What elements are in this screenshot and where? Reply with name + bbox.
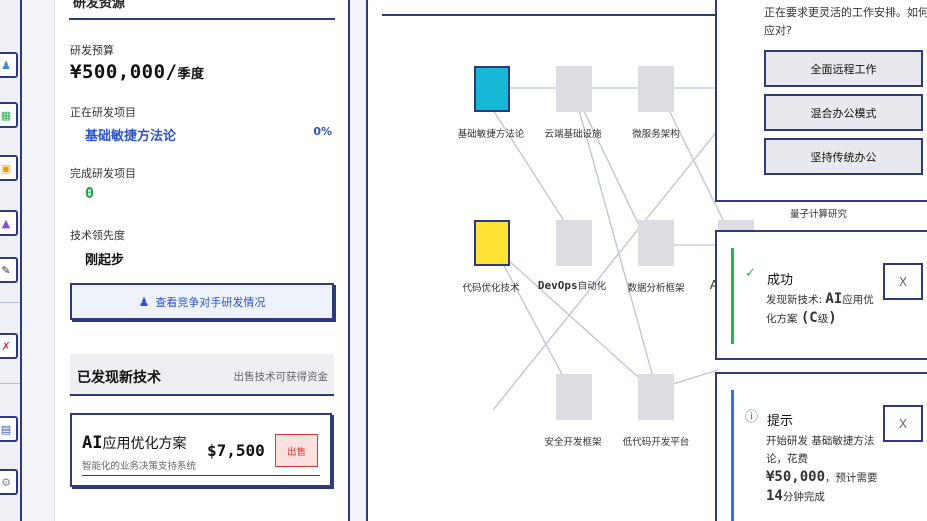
discovered-tech-header: 已发现新技术 出售技术可获得资金 bbox=[70, 354, 334, 396]
panel-title: 研发资源 bbox=[73, 0, 126, 11]
tech-node-label-rest: 自动化 bbox=[577, 281, 607, 292]
tech-node-label: 代码优化技术 bbox=[462, 283, 520, 294]
toast-grade: (C bbox=[800, 310, 818, 326]
tech-node-label: 低代码开发平台 bbox=[622, 437, 690, 448]
budget-value: ¥500,000/季度 bbox=[70, 61, 204, 83]
tree-link bbox=[492, 244, 574, 396]
flask-icon[interactable]: ▲ bbox=[0, 210, 18, 236]
check-circle-icon: ✓ bbox=[745, 266, 756, 281]
tech-node-label: 微服务架构 bbox=[632, 129, 680, 140]
tech-node-label: DevOps自动化 bbox=[538, 278, 606, 292]
discovered-tech-title: 已发现新技术 bbox=[77, 370, 161, 386]
toast-tech-prefix: AI bbox=[825, 291, 843, 307]
view-rivals-button[interactable]: ♟ 查看竞争对手研发情况 bbox=[70, 283, 334, 320]
completed-label: 完成研发项目 bbox=[70, 167, 136, 180]
toast-grade-end: ) bbox=[828, 310, 837, 326]
tech-tree-links bbox=[492, 87, 729, 411]
event-question: 正在要求更灵活的工作安排。如何应对? bbox=[764, 6, 927, 37]
divider bbox=[69, 18, 335, 20]
success-toast: ✓ 成功 发现新技术: AI应用优化方案 (C级) X bbox=[715, 230, 927, 360]
tech-node-label: A bbox=[709, 278, 719, 292]
tech-name-rest: 应用优化方案 bbox=[102, 436, 187, 452]
tech-node-locked[interactable] bbox=[638, 66, 674, 112]
tech-node-available[interactable] bbox=[474, 220, 510, 266]
toast-text: 发现新技术: bbox=[766, 294, 823, 306]
tech-level-value: 刚起步 bbox=[85, 253, 125, 268]
close-button[interactable]: X bbox=[883, 263, 923, 300]
tree-link bbox=[492, 109, 574, 236]
budget-label: 研发预算 bbox=[70, 44, 114, 57]
completed-count: 0 bbox=[85, 184, 95, 202]
tree-link bbox=[572, 87, 659, 396]
toast-message: 开始研发 基础敏捷方法论，花费 ¥50,000，预计需要 14分钟完成 bbox=[766, 432, 878, 506]
tech-node-label: 数据分析框架 bbox=[627, 283, 685, 294]
tech-node-locked[interactable] bbox=[556, 220, 592, 266]
tech-node-label-prefix: DevOps bbox=[537, 279, 578, 292]
rail-divider bbox=[0, 302, 20, 303]
divider bbox=[382, 14, 922, 16]
toast-text-mid: ，预计需要 bbox=[825, 472, 878, 484]
tech-node-label: 量子计算研究 bbox=[790, 209, 848, 220]
gear-icon[interactable]: ⚙ bbox=[0, 469, 18, 495]
tools-icon[interactable]: ✗ bbox=[0, 333, 18, 359]
tech-name: AI应用优化方案 bbox=[82, 433, 186, 453]
toast-message: 发现新技术: AI应用优化方案 (C级) bbox=[766, 290, 878, 328]
users-icon: ♟ bbox=[138, 294, 150, 309]
toast-accent-bar bbox=[731, 390, 734, 521]
option-remote-button[interactable]: 全面远程工作 bbox=[764, 50, 923, 87]
budget-amount: ¥500,000/ bbox=[70, 61, 178, 83]
toast-accent-bar bbox=[731, 248, 734, 344]
tech-node-locked[interactable] bbox=[718, 220, 754, 230]
event-dialog: 正在要求更灵活的工作安排。如何应对? 全面远程工作 混合办公模式 坚持传统办公 bbox=[715, 0, 927, 202]
toast-cost: ¥50,000 bbox=[766, 469, 826, 485]
edit-icon[interactable]: ✎ bbox=[0, 257, 18, 283]
research-stats-panel: 研发资源 研发预算 ¥500,000/季度 正在研发项目 基础敏捷方法论 0% … bbox=[54, 0, 350, 521]
option-hybrid-button[interactable]: 混合办公模式 bbox=[764, 94, 923, 131]
tech-node-locked[interactable] bbox=[556, 374, 592, 420]
toast-grade-sub: 级 bbox=[817, 313, 829, 325]
rail-divider bbox=[0, 383, 20, 384]
toast-title: 提示 bbox=[767, 414, 794, 429]
divider bbox=[82, 475, 320, 476]
tech-node-label: 安全开发框架 bbox=[544, 437, 602, 448]
folder-icon[interactable]: ▣ bbox=[0, 155, 18, 181]
info-toast: ⓘ 提示 开始研发 基础敏捷方法论，花费 ¥50,000，预计需要14分钟完成 … bbox=[715, 372, 927, 521]
info-circle-icon: ⓘ bbox=[745, 410, 759, 425]
tech-node-locked[interactable] bbox=[638, 220, 674, 266]
sell-button[interactable]: 出售 bbox=[275, 434, 318, 467]
toast-title: 成功 bbox=[767, 273, 794, 288]
tree-link bbox=[492, 129, 719, 411]
tech-price: $7,500 bbox=[207, 441, 265, 460]
toast-text: 开始研发 基础敏捷方法论，花费 bbox=[766, 435, 875, 465]
toast-text-end: 分钟完成 bbox=[782, 491, 825, 503]
close-button[interactable]: X bbox=[883, 405, 923, 442]
tech-node-locked[interactable] bbox=[556, 66, 592, 112]
tech-node-label: 基础敏捷方法论 bbox=[457, 129, 525, 140]
grid-icon[interactable]: ▦ bbox=[0, 102, 18, 128]
tech-name-prefix: AI bbox=[82, 433, 103, 453]
current-project-progress: 0% bbox=[313, 125, 332, 138]
tech-node-locked[interactable] bbox=[638, 374, 674, 420]
discovered-tech-hint: 出售技术可获得资金 bbox=[233, 371, 329, 383]
budget-unit: 季度 bbox=[177, 67, 205, 82]
current-project-name: 基础敏捷方法论 bbox=[85, 129, 177, 144]
icon-rail: ♟ ▦ ▣ ▲ ✎ ✗ ▤ ⚙ bbox=[0, 0, 22, 521]
tree-link bbox=[507, 259, 659, 396]
option-traditional-button[interactable]: 坚持传统办公 bbox=[764, 138, 923, 175]
tech-level-label: 技术领先度 bbox=[70, 229, 125, 242]
current-project-label: 正在研发项目 bbox=[70, 106, 136, 119]
tech-node-label: 云端基础设施 bbox=[544, 129, 602, 140]
toast-minutes: 14 bbox=[766, 488, 783, 504]
tech-description: 智能化的业务决策支持系统 bbox=[82, 461, 197, 472]
document-icon[interactable]: ▤ bbox=[0, 416, 18, 442]
discovered-tech-card: AI应用优化方案 智能化的业务决策支持系统 $7,500 出售 bbox=[70, 413, 332, 487]
team-icon[interactable]: ♟ bbox=[0, 52, 18, 78]
tech-node-researching[interactable] bbox=[474, 66, 510, 112]
toast-tech-name: 应用优化方案 bbox=[766, 294, 874, 325]
view-rivals-label: 查看竞争对手研发情况 bbox=[155, 295, 266, 309]
